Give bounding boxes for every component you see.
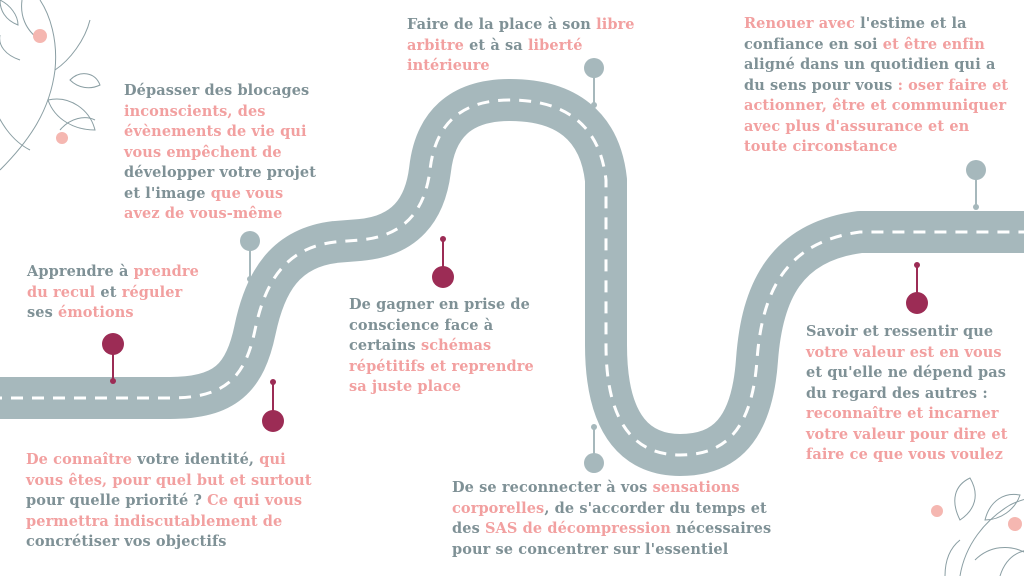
text-block-schemas: De gagner en prise de conscience face à … xyxy=(349,295,549,398)
text-block-estime: Renouer avec l'estime et la confiance en… xyxy=(744,14,1014,158)
text-segment: schémas répétitifs et reprendre sa juste… xyxy=(349,337,534,396)
text-segment: De se reconnecter à vos xyxy=(452,479,653,496)
text-segment: prendre du recul xyxy=(27,263,199,301)
text-segment: liberté intérieure xyxy=(407,36,583,75)
text-segment: libre arbitre xyxy=(407,16,635,54)
text-block-identite: De connaître votre identité, qui vous êt… xyxy=(26,450,316,553)
text-segment: Renouer avec xyxy=(744,15,856,32)
text-segment: Faire de la place à son xyxy=(407,16,597,33)
pin-schemas xyxy=(432,236,454,288)
text-segment: Dépasser des blocages xyxy=(124,82,310,99)
pin-recul xyxy=(102,333,124,384)
text-segment: nécessaires pour se concentrer sur l'ess… xyxy=(452,520,772,558)
text-segment: réguler xyxy=(121,283,183,301)
pink-dot xyxy=(33,29,47,43)
text-segment: : oser faire et actionner, être et commu… xyxy=(744,76,1009,156)
text-segment: l'estime et la confiance en soi xyxy=(744,15,967,53)
floral-branch-top-left-icon xyxy=(0,0,101,171)
pin-identite xyxy=(262,379,284,432)
text-segment: ses xyxy=(27,304,59,322)
text-block-arbitre: Faire de la place à son libre arbitre et… xyxy=(407,15,647,77)
text-segment: Ce qui vous permettra indiscutablement d… xyxy=(26,492,303,530)
pin-blocages xyxy=(240,231,260,282)
text-segment: De connaître xyxy=(26,451,133,468)
text-segment: émotions xyxy=(58,304,134,322)
text-segment: pour quelle priorité ? xyxy=(26,492,208,510)
text-segment: , de s'accorder du temps et des xyxy=(452,499,767,538)
text-segment: SAS de décompression xyxy=(484,520,671,538)
text-segment: aligné dans un quotidien qui a du sens p… xyxy=(744,56,996,94)
text-segment: votre identité, xyxy=(132,451,260,468)
pin-arbitre xyxy=(584,58,604,108)
text-segment: Savoir et ressentir que xyxy=(806,323,994,340)
text-segment: Apprendre à xyxy=(27,263,134,280)
text-block-recul: Apprendre à prendre du recul et réguler … xyxy=(27,262,207,324)
text-segment: inconscients, des évènements de vie qui … xyxy=(124,102,307,161)
text-segment: que vous avez de vous-même xyxy=(124,184,284,223)
text-block-valeur: Savoir et ressentir que votre valeur est… xyxy=(806,322,1016,466)
pink-dot xyxy=(931,505,943,517)
text-segment: et qu'elle ne dépend pas du regard des a… xyxy=(806,364,1006,402)
pink-dot xyxy=(1008,517,1022,531)
floral-branch-bottom-right-icon xyxy=(944,477,1024,576)
pin-sensations xyxy=(584,424,604,473)
pin-estime xyxy=(966,160,986,210)
text-segment: et xyxy=(95,283,122,301)
text-segment: sensations corporelles xyxy=(452,479,740,517)
text-segment: reconnaître et incarner votre valeur pou… xyxy=(806,405,1008,464)
pin-valeur xyxy=(906,262,928,314)
text-segment: qui vous êtes, pour quel but et surtout xyxy=(26,451,312,489)
text-block-blocages: Dépasser des blocages inconscients, des … xyxy=(124,81,324,225)
text-segment: et être enfin xyxy=(882,35,985,53)
text-segment: De gagner en prise de conscience face à … xyxy=(349,296,530,355)
text-segment: développer votre projet et l'image xyxy=(124,164,317,202)
road xyxy=(0,79,1024,476)
text-segment: concrétiser vos objectifs xyxy=(26,533,227,551)
pink-dot xyxy=(56,132,68,144)
text-segment: votre valeur est en vous xyxy=(806,343,1002,361)
text-segment: et à sa xyxy=(463,36,528,54)
text-block-sensations: De se reconnecter à vos sensations corpo… xyxy=(452,478,782,560)
